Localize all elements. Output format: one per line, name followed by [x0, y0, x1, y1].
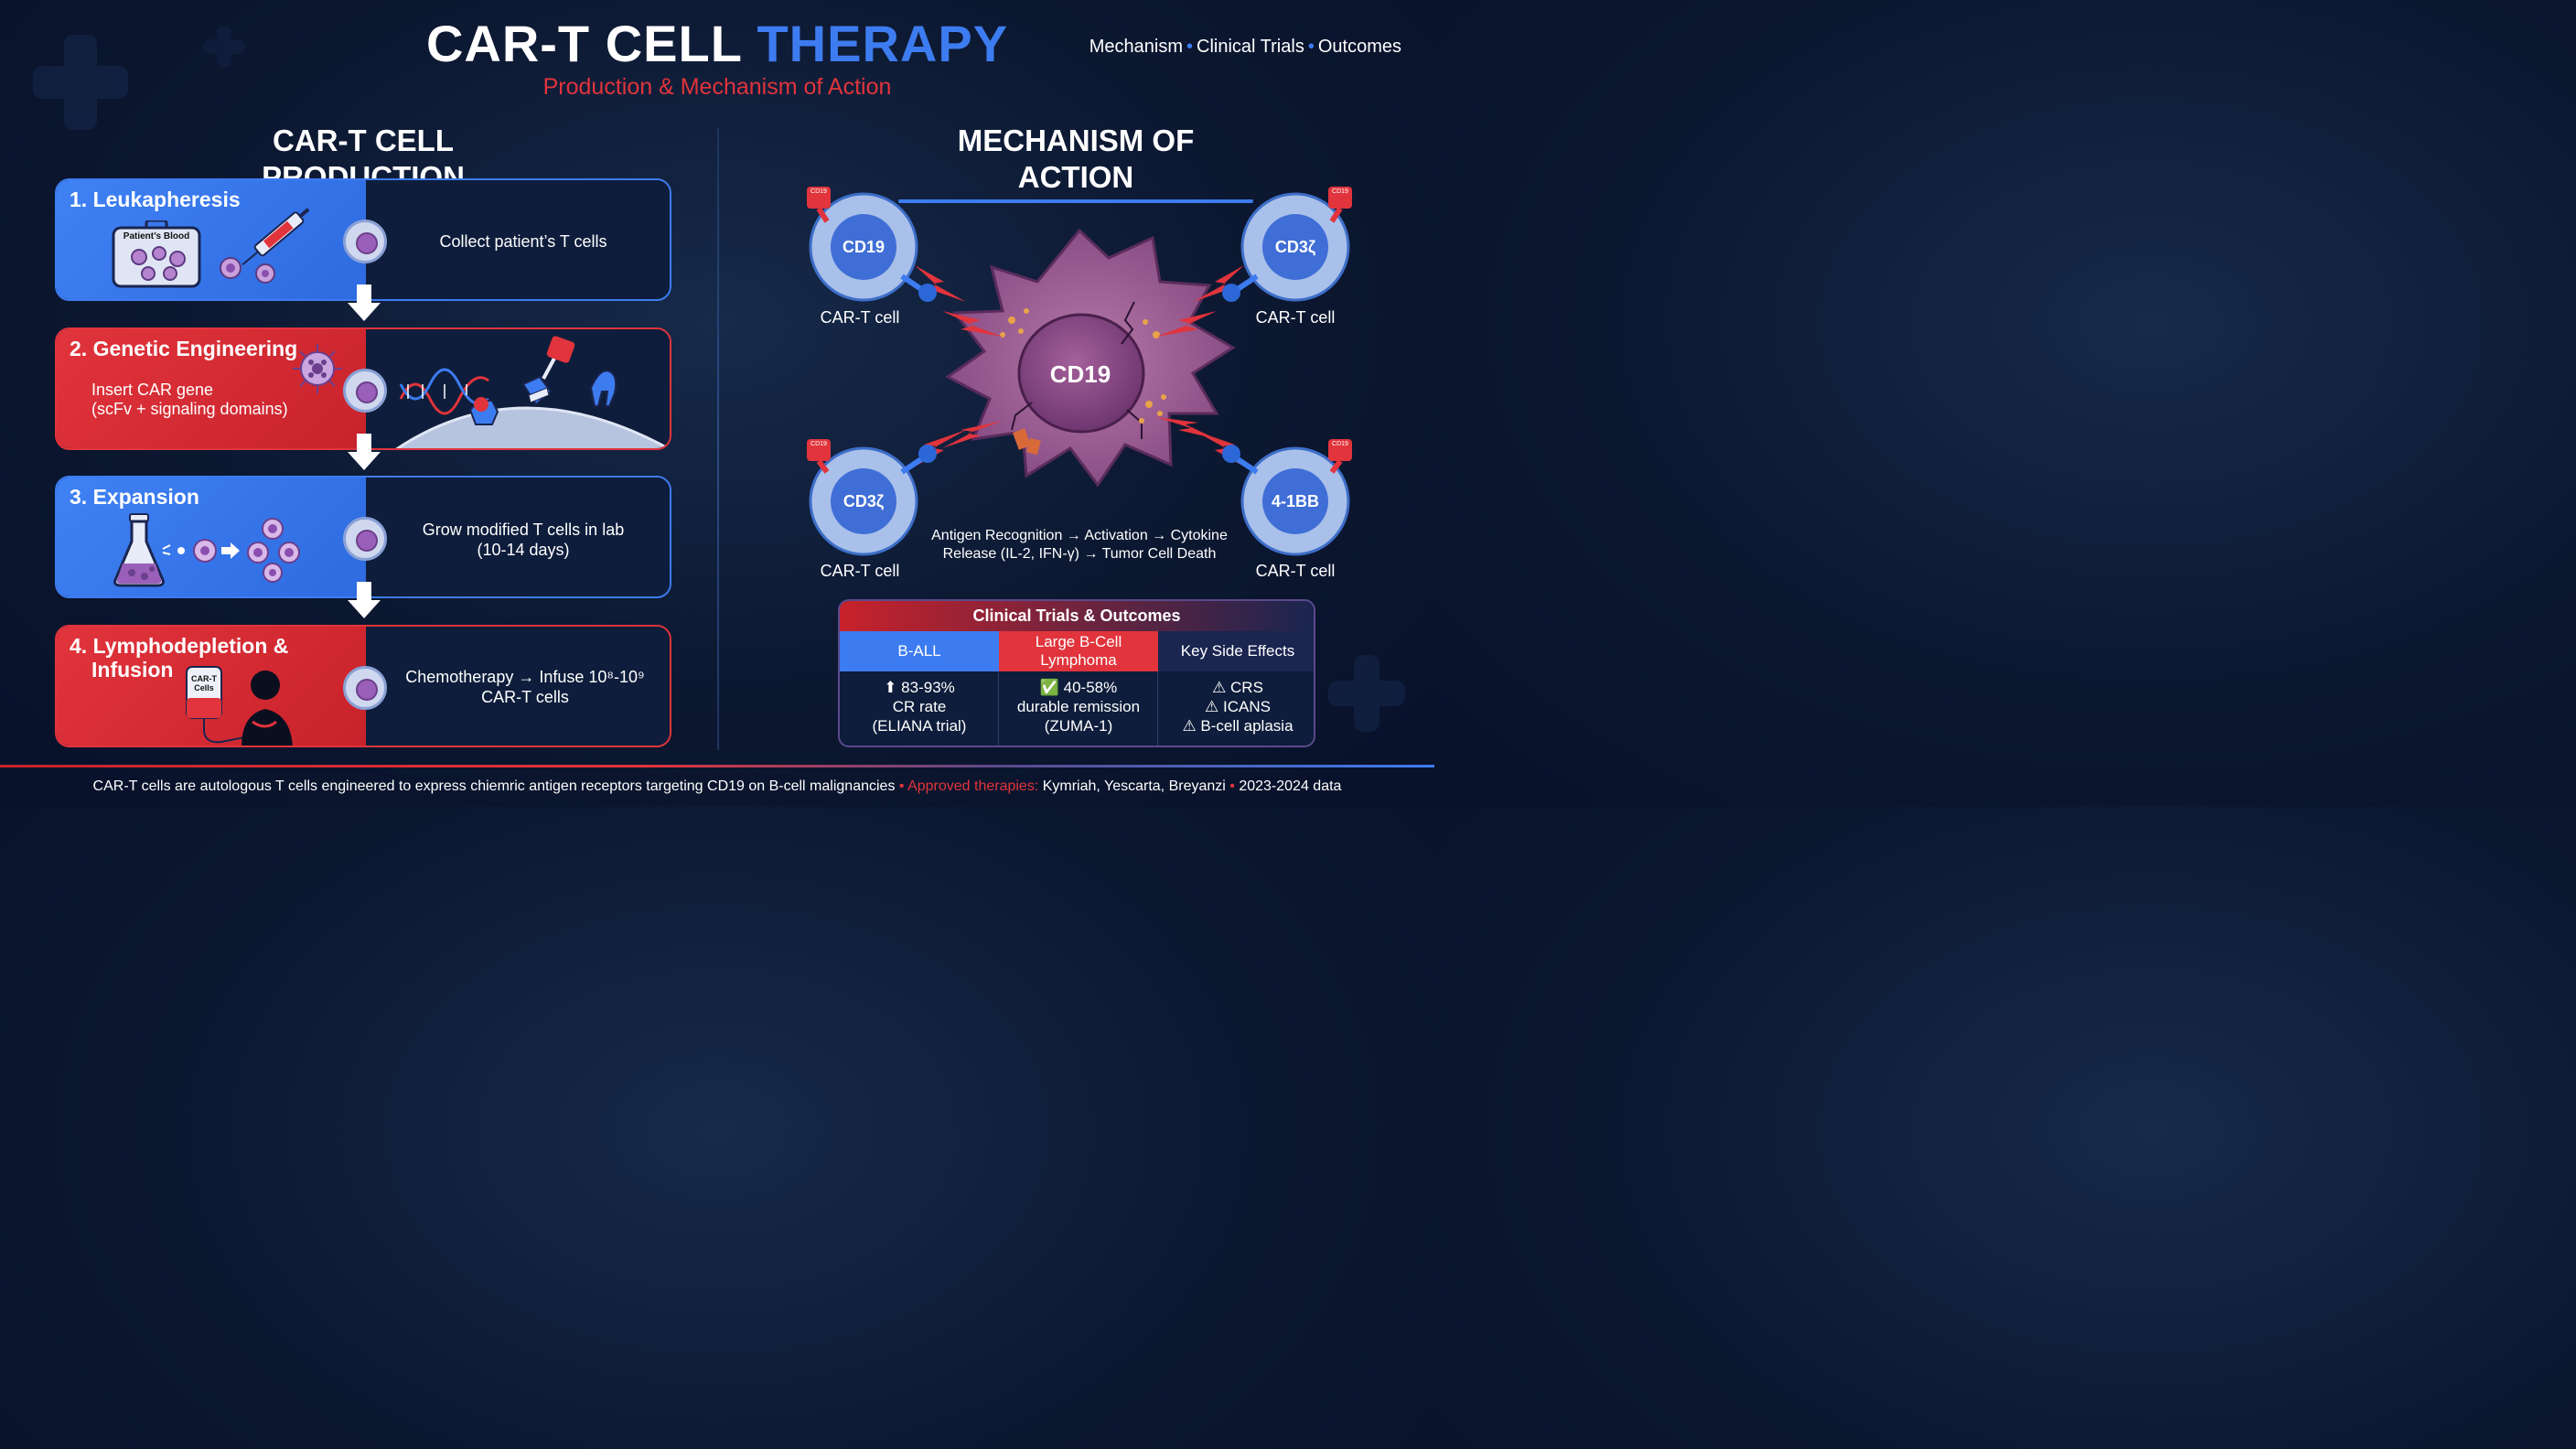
step-title: 1. Leukapheresis	[70, 188, 241, 211]
tag-clinical-trials: Clinical Trials	[1197, 37, 1304, 57]
decorative-plus-icon	[203, 26, 245, 68]
header-tags: Mechanism•Clinical Trials•Outcomes	[1089, 37, 1401, 57]
step-title: 2. Genetic Engineering	[70, 337, 298, 360]
step-leukapheresis: 1. Leukapheresis Patient’s Blood	[55, 178, 671, 301]
table-cell-lymphoma: ✅ 40-58% durable remission (ZUMA-1)	[1016, 679, 1141, 735]
receptor-tag: CD19	[1332, 441, 1348, 447]
tumor-antigen-label: CD19	[1049, 360, 1111, 388]
arrow-down-icon	[348, 434, 381, 470]
table-cell-b-all: ⬆ 83-93% CR rate (ELIANA trial)	[872, 679, 967, 735]
step-description: Chemotherapy → Infuse 10⁸-10⁹ CAR-T cell…	[405, 668, 645, 706]
mechanism-caption: Antigen Recognition → Activation → Cytok…	[931, 528, 1228, 562]
receptor-label: CD3ζ	[1274, 238, 1316, 256]
t-cell-icon	[343, 220, 387, 263]
step-left-text: Insert CAR gene (scFv + signaling domain…	[91, 381, 288, 418]
arrow-down-icon	[348, 284, 381, 321]
step-title: 4. Lymphodepletion & Infusion	[70, 634, 289, 682]
t-cell-icon	[343, 517, 387, 561]
arrow-down-icon	[348, 582, 381, 618]
step-description: Collect patient’s T cells	[439, 232, 607, 251]
tag-mechanism: Mechanism	[1089, 37, 1183, 57]
table-title: Clinical Trials & Outcomes	[840, 601, 1314, 631]
step-title: 3. Expansion	[70, 485, 199, 509]
virus-icon	[289, 340, 346, 397]
receptor-label: CD3ζ	[843, 492, 885, 510]
syringe-icon	[218, 195, 318, 286]
receptor-label: CD19	[842, 238, 886, 256]
t-cell-icon	[343, 369, 387, 413]
decorative-plus-icon	[33, 35, 128, 130]
step-description: Grow modified T cells in lab (10-14 days…	[422, 521, 625, 559]
column-header-b-all: B-ALL	[840, 631, 999, 671]
t-cell-icon	[343, 666, 387, 710]
receptor-tag: CD19	[1332, 188, 1348, 195]
column-header-lymphoma: Large B-Cell Lymphoma	[999, 631, 1158, 671]
car-t-cell-label: CAR-T cell	[1255, 308, 1336, 327]
car-t-cell-label: CAR-T cell	[820, 562, 900, 580]
car-t-cell-bottom-left	[807, 439, 937, 556]
iv-bag-label: CAR-T Cells	[191, 674, 217, 692]
table-cell-side-effects: ⚠ CRS ⚠ ICANS ⚠ B-cell aplasia	[1182, 679, 1293, 735]
iv-bag-icon	[185, 663, 298, 746]
clinical-outcomes-table: Clinical Trials & Outcomes B-ALL Large B…	[838, 599, 1315, 747]
car-t-cell-bottom-right	[1222, 439, 1352, 556]
blood-bag-icon	[112, 219, 201, 288]
title-text: CAR-T CELL	[425, 15, 742, 72]
page-subtitle: Production & Mechanism of Action	[542, 74, 892, 100]
step-lymphodepletion-infusion: 4. Lymphodepletion & Infusion CAR-T Cell…	[55, 625, 671, 747]
vertical-divider	[717, 128, 719, 750]
receptor-tag: CD19	[810, 441, 827, 447]
step-genetic-engineering: 2. Genetic Engineering Insert CAR gene (…	[55, 327, 671, 450]
tag-outcomes: Outcomes	[1317, 37, 1401, 57]
footer-divider	[0, 765, 1434, 767]
column-header-side-effects: Key Side Effects	[1158, 631, 1314, 671]
blood-bag-label: Patient’s Blood	[123, 231, 190, 242]
receptor-label: 4-1BB	[1271, 492, 1319, 510]
page-title: CAR-T CELL THERAPY	[0, 16, 1434, 71]
expansion-cells-illustration	[157, 514, 304, 584]
decorative-plus-icon	[1328, 655, 1405, 732]
car-t-cell-label: CAR-T cell	[1255, 562, 1336, 580]
cell-membrane-illustration	[368, 329, 670, 448]
mechanism-heading: MECHANISM OF ACTION	[898, 123, 1253, 203]
mechanism-illustration	[807, 187, 1352, 556]
receptor-tag: CD19	[810, 188, 827, 195]
flask-icon	[112, 512, 166, 587]
car-t-cell-top-left	[807, 187, 937, 302]
footer-text: CAR-T cells are autologous T cells engin…	[92, 778, 1342, 794]
car-t-cell-top-right	[1222, 187, 1352, 302]
step-expansion: 3. Expansion Grow modified T cells in la…	[55, 476, 671, 598]
title-accent-text: THERAPY	[757, 15, 1009, 72]
car-t-cell-label: CAR-T cell	[820, 308, 900, 327]
